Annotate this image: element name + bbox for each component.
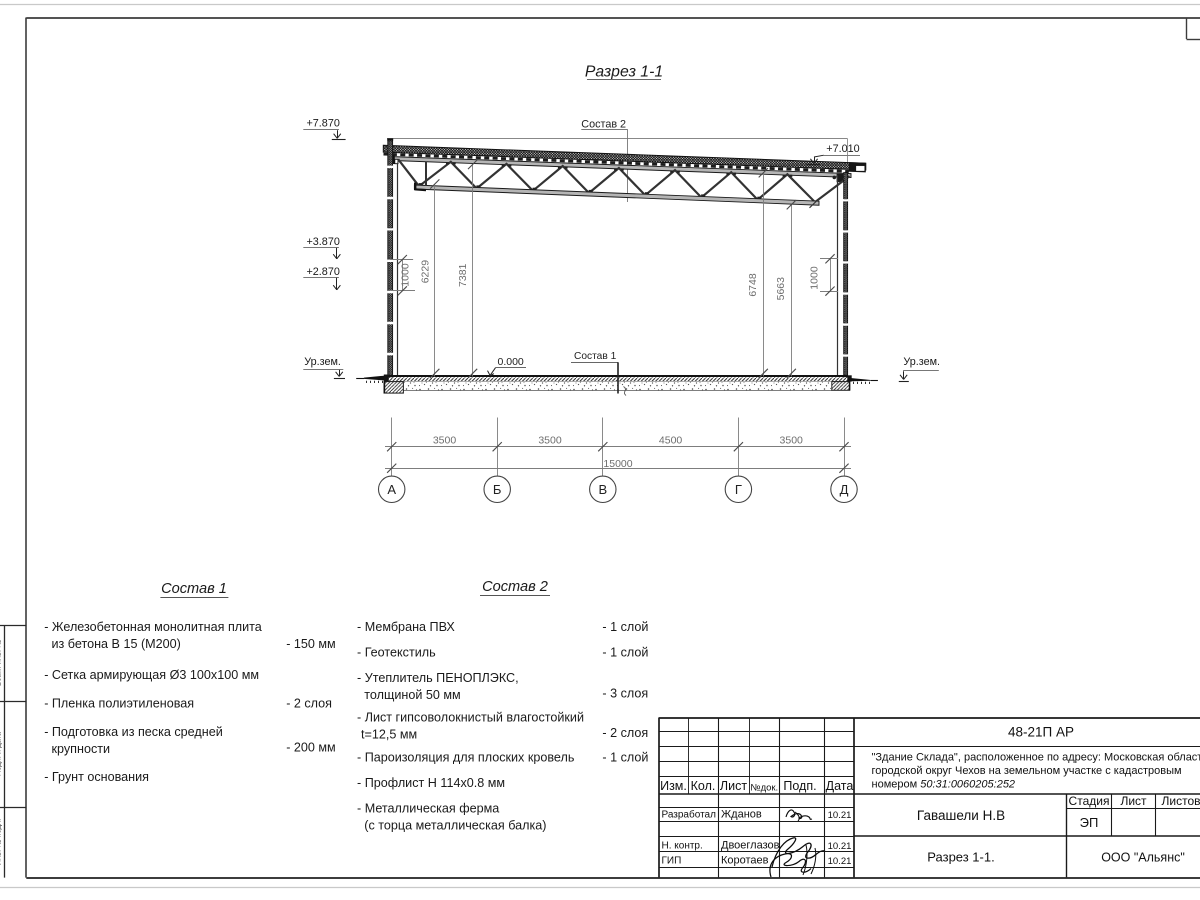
- svg-text:Б: Б: [493, 482, 502, 497]
- svg-text:- Утеплитель ПЕНОПЛЭКС,: - Утеплитель ПЕНОПЛЭКС,: [357, 671, 519, 685]
- svg-text:Двоеглазов: Двоеглазов: [721, 840, 780, 852]
- svg-text:Кол.: Кол.: [691, 779, 716, 793]
- svg-text:1000: 1000: [399, 263, 411, 287]
- svg-text:- 200 мм: - 200 мм: [286, 741, 336, 755]
- svg-text:Разрез 1-1.: Разрез 1-1.: [927, 850, 994, 865]
- svg-text:- Сетка армирующая Ø3 100х100: - Сетка армирующая Ø3 100х100 мм: [44, 668, 259, 682]
- svg-text:Коротаев: Коротаев: [721, 855, 769, 867]
- svg-text:5663: 5663: [775, 277, 787, 301]
- svg-text:3500: 3500: [538, 435, 562, 447]
- svg-text:+3.870: +3.870: [307, 236, 340, 248]
- svg-text:- Металлическая ферма: - Металлическая ферма: [357, 801, 499, 815]
- svg-text:- Мембрана ПВХ: - Мембрана ПВХ: [357, 620, 455, 634]
- svg-text:Состав 2: Состав 2: [482, 579, 548, 595]
- svg-text:Состав 1: Состав 1: [574, 351, 617, 362]
- svg-text:3500: 3500: [780, 435, 804, 447]
- svg-text:- Пароизоляция для плоских кро: - Пароизоляция для плоских кровель: [357, 750, 575, 764]
- svg-text:7381: 7381: [457, 263, 469, 287]
- svg-text:10.21: 10.21: [828, 841, 852, 852]
- svg-text:10.21: 10.21: [828, 810, 852, 821]
- svg-text:48-21П АР: 48-21П АР: [1008, 725, 1074, 740]
- svg-text:- Пленка полиэтиленовая: - Пленка полиэтиленовая: [44, 697, 194, 711]
- svg-text:Взам. инв. №: Взам. инв. №: [0, 640, 2, 686]
- svg-text:номером 50:31:0060205:252: номером 50:31:0060205:252: [872, 779, 1016, 791]
- svg-text:городской округ Чехов на земел: городской округ Чехов на земельном участ…: [872, 765, 1182, 777]
- svg-text:- Геотекстиль: - Геотекстиль: [357, 646, 436, 660]
- svg-text:Стадия: Стадия: [1069, 794, 1110, 808]
- svg-text:Подп.: Подп.: [783, 779, 816, 793]
- svg-text:Г: Г: [735, 482, 742, 497]
- svg-text:Лист: Лист: [1120, 794, 1147, 808]
- svg-text:крупности: крупности: [52, 742, 111, 756]
- svg-text:№док.: №док.: [750, 783, 778, 794]
- svg-text:Листов: Листов: [1162, 794, 1200, 808]
- svg-text:3500: 3500: [433, 435, 457, 447]
- svg-text:Гавашели Н.В: Гавашели Н.В: [917, 808, 1005, 823]
- svg-text:А: А: [387, 482, 396, 497]
- svg-text:+2.870: +2.870: [307, 266, 340, 278]
- svg-text:В: В: [598, 482, 607, 497]
- svg-text:Дата: Дата: [826, 779, 854, 793]
- svg-text:- 2 слоя: - 2 слоя: [602, 726, 648, 740]
- svg-text:- Железобетонная монолитная п: - Железобетонная монолитная плита: [44, 620, 262, 634]
- svg-text:Лист: Лист: [720, 779, 747, 793]
- svg-text:- Лист гипсоволокнистый влагос: - Лист гипсоволокнистый влагостойкий: [357, 711, 584, 725]
- svg-text:t=12,5 мм: t=12,5 мм: [361, 728, 417, 742]
- svg-text:Разрез 1-1: Разрез 1-1: [585, 64, 663, 81]
- svg-text:Подп. и дата: Подп. и дата: [0, 731, 2, 776]
- svg-text:+7.010: +7.010: [826, 143, 859, 155]
- svg-text:0.000: 0.000: [498, 356, 524, 368]
- svg-text:ООО "Альянс": ООО "Альянс": [1101, 851, 1185, 865]
- svg-text:Состав 2: Состав 2: [581, 118, 626, 130]
- svg-text:Ур.зем.: Ур.зем.: [304, 356, 341, 368]
- svg-text:Инв. № подл.: Инв. № подл.: [0, 819, 2, 866]
- svg-text:6229: 6229: [419, 260, 431, 284]
- svg-text:"Здание Склада", расположенное: "Здание Склада", расположенное по адресу…: [872, 752, 1200, 764]
- svg-text:- 150 мм: - 150 мм: [286, 637, 336, 651]
- svg-text:Изм.: Изм.: [660, 779, 687, 793]
- svg-text:(с торца металлическая балка): (с торца металлическая балка): [364, 818, 546, 832]
- svg-text:ГИП: ГИП: [662, 856, 682, 867]
- svg-text:+7.870: +7.870: [307, 118, 340, 130]
- svg-text:1000: 1000: [809, 266, 821, 290]
- svg-text:6748: 6748: [747, 273, 759, 297]
- svg-text:Жданов: Жданов: [721, 809, 762, 821]
- svg-text:из бетона В 15 (М200): из бетона В 15 (М200): [52, 637, 181, 651]
- svg-text:ЭП: ЭП: [1080, 815, 1099, 830]
- svg-text:- Профлист Н 114х0.8 мм: - Профлист Н 114х0.8 мм: [357, 776, 505, 790]
- svg-text:Ур.зем.: Ур.зем.: [903, 356, 940, 368]
- svg-text:15000: 15000: [603, 458, 632, 470]
- svg-text:Н. контр.: Н. контр.: [662, 841, 703, 852]
- svg-text:Состав 1: Состав 1: [161, 581, 227, 597]
- svg-text:- Грунт основания: - Грунт основания: [44, 770, 149, 784]
- svg-text:Д: Д: [840, 482, 849, 497]
- svg-text:- 2 слоя: - 2 слоя: [286, 697, 332, 711]
- svg-text:толщиной 50 мм: толщиной 50 мм: [364, 688, 460, 702]
- svg-text:- Подготовка из песка средней: - Подготовка из песка средней: [44, 725, 223, 739]
- svg-text:- 1 слой: - 1 слой: [602, 750, 648, 764]
- svg-text:- 1 слой: - 1 слой: [602, 620, 648, 634]
- svg-text:- 3 слоя: - 3 слоя: [602, 686, 648, 700]
- svg-text:- 1 слой: - 1 слой: [602, 646, 648, 660]
- svg-text:4500: 4500: [659, 435, 683, 447]
- svg-text:10.21: 10.21: [828, 856, 852, 867]
- svg-text:Разработал: Разработал: [662, 809, 717, 821]
